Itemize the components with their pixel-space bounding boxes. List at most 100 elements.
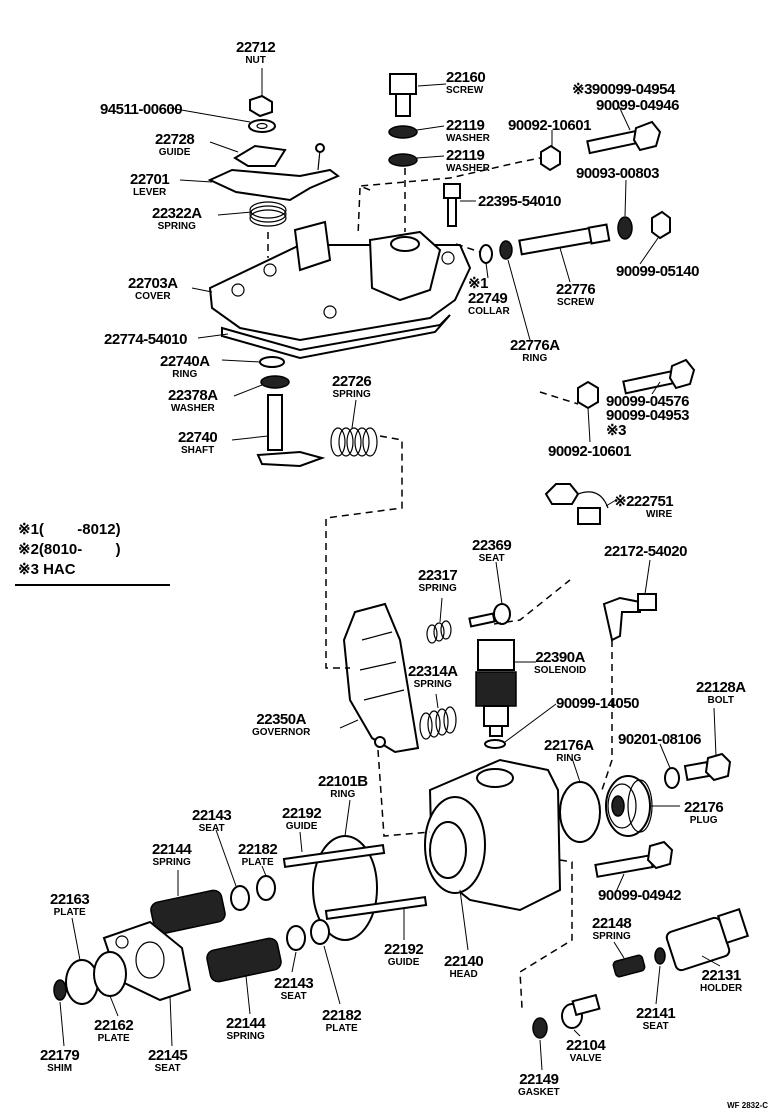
solenoid-22390A	[475, 639, 517, 737]
spring-22148	[612, 954, 646, 978]
label-90099-04576: 90099-04576	[606, 393, 689, 410]
plate-22163	[65, 959, 99, 1005]
guide-22192-a	[282, 843, 386, 869]
bolt-22395	[443, 183, 461, 227]
cover-22703A	[208, 220, 472, 342]
ring-22776A	[499, 240, 513, 260]
bolt-90099-04942	[594, 840, 674, 878]
bracket-22172	[602, 596, 641, 642]
gasket-22149	[532, 1017, 548, 1039]
holder-22131	[665, 908, 750, 972]
label-90201-08106: 90201-08106	[618, 731, 701, 748]
spring-22322A	[249, 201, 287, 227]
label-94511-00600: 94511-00600	[100, 101, 183, 118]
shaft-22740	[256, 394, 326, 468]
legend-line-1: ※1( -8012)	[18, 521, 121, 538]
legend-line-3: ※3 HAC	[18, 561, 76, 578]
collar-22749	[479, 244, 493, 264]
label-90099-14050: 90099-14050	[556, 695, 639, 712]
nut-22712	[249, 94, 273, 118]
label-90099-04946: 90099-04946	[596, 97, 679, 114]
label-90099-04954: ※390099-04954	[572, 81, 675, 98]
bolt-90099-04576	[622, 358, 696, 395]
spring-22314A	[419, 706, 457, 740]
nut-90092-a	[540, 144, 561, 172]
plate-22182-b	[310, 919, 330, 945]
bolt-22128A	[683, 752, 732, 782]
washer-94511	[248, 119, 276, 133]
valve-22104	[561, 993, 601, 1029]
ring-22740A	[259, 356, 285, 368]
gasket-22774	[221, 314, 451, 360]
spring-22317	[426, 620, 452, 644]
washer-22378A	[260, 375, 290, 389]
plate-22182-a	[256, 875, 276, 901]
label-22774-54010: 22774-54010	[104, 331, 187, 348]
spring-22144-b	[206, 937, 282, 983]
label-90092-10601-b: 90092-10601	[548, 443, 631, 460]
label-90093-00803: 90093-00803	[576, 165, 659, 182]
washer-90201	[664, 767, 680, 789]
legend-line-2: ※2(8010- )	[18, 541, 121, 558]
ring-22176A	[559, 781, 601, 843]
legend-rule	[15, 584, 170, 586]
label-22172-54020: 22172-54020	[604, 543, 687, 560]
label-90099-04942: 90099-04942	[598, 887, 681, 904]
spring-22144-a	[150, 889, 226, 935]
seat-22143-a	[230, 885, 250, 911]
shim-22179	[53, 979, 67, 1001]
seat-22141	[654, 947, 666, 965]
bolt-90099-04946	[586, 120, 662, 155]
nut-90093	[617, 216, 633, 240]
label-22395-54010: 22395-54010	[478, 193, 561, 210]
washer-22119-b	[388, 153, 418, 167]
nut-90092-b	[577, 380, 599, 410]
oring-90099-14050	[484, 739, 506, 749]
seat-22143-b	[286, 925, 306, 951]
washer-22119-a	[388, 125, 418, 139]
nut-90099-05140	[651, 210, 671, 240]
guide-22192-b	[324, 895, 428, 921]
screw-22776	[518, 223, 611, 256]
spring-22726	[330, 427, 378, 457]
legend: ※1( -8012) ※2(8010- ) ※3 HAC	[18, 520, 121, 580]
